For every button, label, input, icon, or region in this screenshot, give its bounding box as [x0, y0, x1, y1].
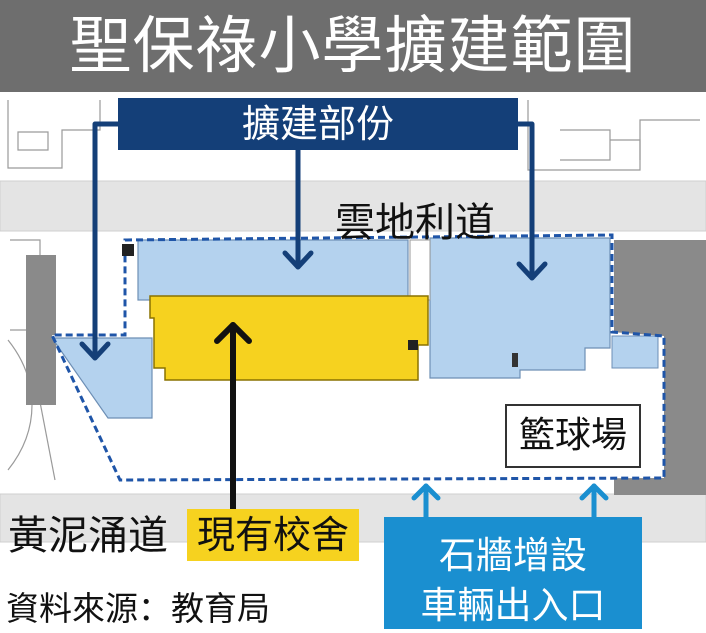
- extension-arrows: [92, 121, 535, 358]
- title-bar: 聖保祿小學擴建範圍: [0, 0, 706, 92]
- existing-school-building: [149, 295, 429, 381]
- extension-area-top: [137, 239, 409, 301]
- road-wan-ko-road: [0, 180, 706, 232]
- extension-area-left: [50, 337, 153, 419]
- site-boundary: [49, 233, 666, 482]
- existing-school-label: 現有校舍: [187, 509, 359, 561]
- map-title: 聖保祿小學擴建範圍: [69, 9, 637, 82]
- school-arrow: [214, 322, 252, 513]
- entrance-arrows: [411, 483, 609, 520]
- vehicle-access-line-1: 石牆增設: [439, 534, 587, 577]
- site-map: [0, 92, 706, 633]
- road-label-wan-ko-road: 雲地利道: [335, 200, 495, 246]
- extension-label: 擴建部份: [118, 98, 518, 150]
- basketball-court-label: 籃球場: [505, 404, 641, 468]
- road-label-wong-nai-chung-road: 黃泥涌道: [8, 513, 168, 559]
- source-credit: 資料來源：教育局: [6, 589, 270, 628]
- vehicle-access-label: 石牆增設 車輛出入口: [384, 517, 642, 629]
- vehicle-access-line-2: 車輛出入口: [420, 584, 606, 627]
- extension-area-right: [429, 237, 611, 379]
